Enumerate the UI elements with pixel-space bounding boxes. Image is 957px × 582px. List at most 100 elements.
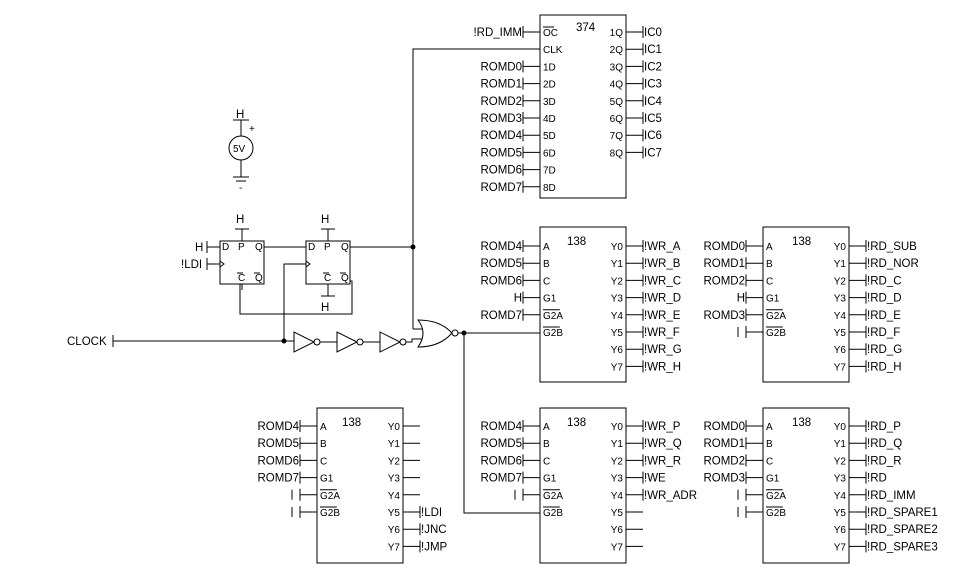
chip-u138-rd-left-net-1: ROMD1	[703, 258, 745, 270]
ff1-qbar-pin: Q	[255, 273, 263, 284]
chip-138-rd-body	[762, 226, 850, 383]
ff2-p-pin: P	[324, 242, 331, 253]
power-source: H 5V + -	[228, 109, 255, 194]
chip-u138-rd-right-net-7: !RD_H	[867, 361, 902, 373]
chip-u138-rd-pin-a: A	[766, 242, 773, 253]
chip-u138-rd-pin-b: B	[766, 259, 773, 270]
chip-u138-wr-pin-c: C	[543, 276, 550, 287]
chip-u138-rd2-right-net-5: !RD_SPARE1	[867, 507, 938, 519]
chip-u138-rd-right-net-1: !RD_NOR	[867, 258, 919, 270]
chip-u138-rd-pin-y4: Y4	[834, 311, 847, 322]
chip-u138-wr-right-net-1: !WR_B	[644, 258, 681, 270]
ff2-qbar-pin: Q	[341, 273, 349, 284]
chip-u138-wr2-left-net-1: ROMD5	[480, 438, 522, 450]
chip-u138-jmp-left-net-2: ROMD6	[257, 455, 299, 467]
chip-u138-wr2-right-net-4: !WR_ADR	[644, 490, 697, 502]
chip-u138-rd-left-net-2: ROMD2	[703, 275, 745, 287]
inv3-to-or-wire	[406, 338, 422, 343]
chip-u138-wr2-pin-y2: Y2	[611, 456, 624, 467]
chip-u138-wr-pin-g2b: G2B	[543, 328, 563, 339]
chip-u138-jmp-left-net-0: ROMD4	[257, 421, 299, 433]
chip-u138-rd-pin-y0: Y0	[834, 242, 847, 253]
chip-u138-wr-pin-y0: Y0	[611, 242, 624, 253]
chip-u138-wr-pin-b: B	[543, 259, 550, 270]
ff2-preset-h-label: H	[321, 214, 329, 226]
chip-u374-left-net-4: ROMD2	[480, 96, 522, 108]
chip-u138-rd2-left-net-3: ROMD3	[703, 473, 745, 485]
or-gate-icon	[416, 319, 453, 348]
chip-138-wr: 138	[539, 226, 627, 383]
or-to-wr2-g2b-wire	[463, 333, 540, 514]
chip-u374-right-net-3: IC3	[644, 79, 662, 91]
chip-138-wr2-name: 138	[567, 417, 586, 429]
power-voltage-label: 5V	[233, 144, 246, 155]
chip-u138-wr2-pin-y0: Y0	[611, 422, 624, 433]
chip-u374-right-net-5: IC5	[644, 113, 662, 125]
chip-138-rd: 138	[762, 226, 850, 383]
chip-138-wr-name: 138	[567, 236, 586, 248]
chip-u138-jmp-pin-y0: Y0	[388, 422, 401, 433]
ff2-clock-wire	[283, 263, 306, 341]
chip-u138-jmp-pin-g2b: G2B	[320, 508, 340, 519]
chip-u138-rd2-pin-y3: Y3	[834, 474, 847, 485]
chip-u374-pin-2q: 2Q	[610, 45, 624, 56]
clk-bus-wire	[412, 48, 540, 329]
chip-u374-pin-8q: 8Q	[610, 148, 624, 159]
chip-u138-jmp-pin-g2a: G2A	[320, 491, 340, 502]
chip-u374-left-net-0: !RD_IMM	[473, 27, 522, 39]
chip-u374-pin-5d: 5D	[543, 131, 556, 142]
chip-u374-pin-7q: 7Q	[610, 131, 624, 142]
chip-u138-wr2-pin-g1: G1	[543, 474, 557, 485]
chip-u374-pin-1q: 1Q	[610, 28, 624, 39]
chip-u138-rd2-left-net-1: ROMD1	[703, 438, 745, 450]
chip-u374-pin-3q: 3Q	[610, 62, 624, 73]
chip-u138-wr-right-net-2: !WR_C	[644, 275, 681, 287]
inverter-1-icon	[293, 331, 316, 353]
ff1-preset-h-label: H	[236, 214, 244, 226]
chip-u138-rd2-right-net-2: !RD_R	[867, 455, 902, 467]
chip-u138-wr2-right-net-3: !WE	[644, 473, 666, 485]
chip-u374-pin-5q: 5Q	[610, 97, 624, 108]
chip-u138-wr2-pin-b: B	[543, 439, 550, 450]
chip-u374-right-net-2: IC2	[644, 61, 662, 73]
chip-u374-pin-clk: CLK	[543, 45, 563, 56]
ff1-d-input-label: H	[195, 242, 203, 254]
power-minus-label: -	[239, 183, 242, 194]
chip-138-wr2: 138	[539, 407, 627, 564]
ff1-clock-triangle	[219, 260, 225, 268]
chip-u138-wr-right-net-5: !WR_F	[644, 327, 680, 339]
or-gate-bubble	[451, 329, 459, 337]
chip-u138-rd-right-net-4: !RD_E	[867, 310, 901, 322]
chip-u138-jmp-pin-b: B	[320, 439, 327, 450]
chip-u138-rd2-pin-g2b: G2B	[766, 508, 786, 519]
chip-u138-wr-pin-y6: Y6	[611, 345, 624, 356]
chip-u138-wr-left-net-2: ROMD6	[480, 275, 522, 287]
chip-u138-rd-pin-y3: Y3	[834, 294, 847, 305]
chip-u374-pin-6d: 6D	[543, 148, 556, 159]
chip-u138-rd-pin-y2: Y2	[834, 276, 847, 287]
chip-u138-rd2-pin-b: B	[766, 439, 773, 450]
chip-u138-wr2-pin-g2b: G2B	[543, 508, 563, 519]
chip-u138-wr2-right-net-2: !WR_R	[644, 455, 681, 467]
chip-u374-left-net-5: ROMD3	[480, 113, 522, 125]
chip-u138-wr-right-net-6: !WR_G	[644, 344, 682, 356]
chip-u138-rd-right-net-6: !RD_G	[867, 344, 902, 356]
chip-u138-rd-left-net-3: H	[737, 293, 745, 305]
clock-junction	[281, 338, 287, 344]
chip-u138-rd2-pin-y4: Y4	[834, 491, 847, 502]
chip-u138-wr-left-net-0: ROMD4	[480, 241, 522, 253]
chip-u138-rd-pin-y1: Y1	[834, 259, 847, 270]
chip-u374-pin-1d: 1D	[543, 62, 556, 73]
chip-u138-jmp-pin-c: C	[320, 456, 327, 467]
chip-138-wr2-body	[539, 407, 627, 564]
clock-label: CLOCK	[67, 336, 107, 348]
chip-u374-left-net-7: ROMD5	[480, 147, 522, 159]
chip-u138-jmp-pin-g1: G1	[320, 474, 334, 485]
chip-u138-wr2-pin-y4: Y4	[611, 491, 624, 502]
chip-u138-jmp-right-net-5: !LDI	[421, 507, 442, 519]
chip-u138-rd-pin-y7: Y7	[834, 362, 847, 373]
chip-u138-wr-right-net-4: !WR_E	[644, 310, 681, 322]
chip-u138-wr-left-net-4: ROMD7	[480, 310, 522, 322]
ff1-c-pin: C	[238, 273, 245, 284]
flipflop-2: D P Q C Q H H	[305, 214, 351, 314]
